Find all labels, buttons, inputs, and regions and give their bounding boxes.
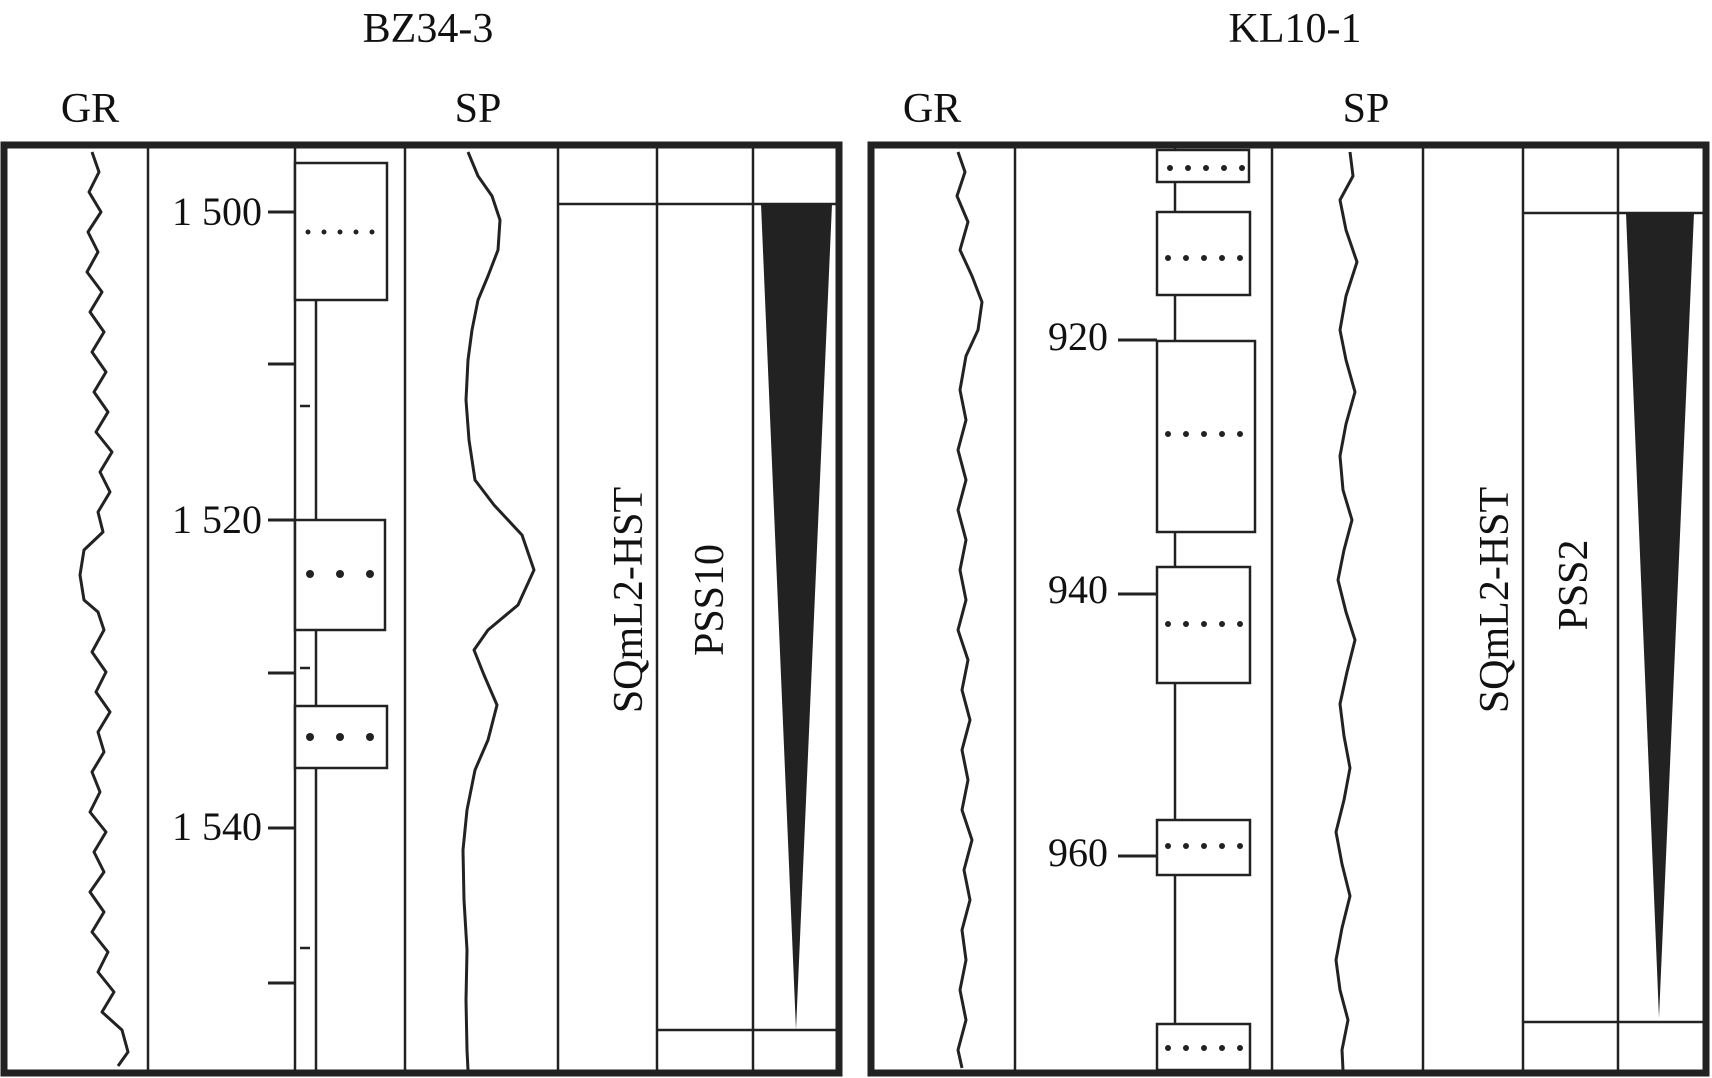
- well-bz34-3: BZ34-3 GR SP 1 500 1 520 1 540: [0, 6, 843, 1077]
- depth-label: 1 500: [172, 189, 262, 234]
- sp-curve: [1334, 151, 1359, 1071]
- well-frame: [867, 141, 1710, 1077]
- sandstone-bed: [1155, 818, 1252, 877]
- well-name: BZ34-3: [363, 6, 494, 52]
- sandstone-bed: [1155, 210, 1252, 297]
- depth-label: 1 520: [172, 497, 262, 542]
- parasequence-set-label: PSS10: [687, 544, 733, 656]
- well-name: KL10-1: [1229, 6, 1362, 52]
- well-kl10-1: KL10-1 GR SP 920 940 960: [867, 6, 1710, 1077]
- depth-label: 960: [1048, 830, 1108, 875]
- regressive-wedge: [761, 204, 832, 1030]
- sand-dots: [1165, 165, 1245, 1051]
- regressive-wedge: [1626, 213, 1694, 1018]
- gr-label: GR: [903, 86, 961, 132]
- depth-label: 920: [1048, 314, 1108, 359]
- well-frame: [0, 141, 843, 1077]
- depth-label: 1 540: [172, 804, 262, 849]
- sp-label: SP: [455, 86, 502, 132]
- gr-label: GR: [61, 86, 119, 132]
- sp-curve: [461, 151, 536, 1071]
- gr-curve: [78, 151, 130, 1067]
- gr-curve: [955, 151, 984, 1069]
- sp-label: SP: [1343, 86, 1390, 132]
- depth-label: 940: [1048, 567, 1108, 612]
- sandstone-bed: [1155, 148, 1251, 184]
- sand-dots: [305, 229, 375, 741]
- sequence-label: SQmL2-HST: [606, 487, 652, 713]
- sequence-label: SQmL2-HST: [1472, 487, 1518, 713]
- parasequence-set-label: PSS2: [1551, 539, 1597, 630]
